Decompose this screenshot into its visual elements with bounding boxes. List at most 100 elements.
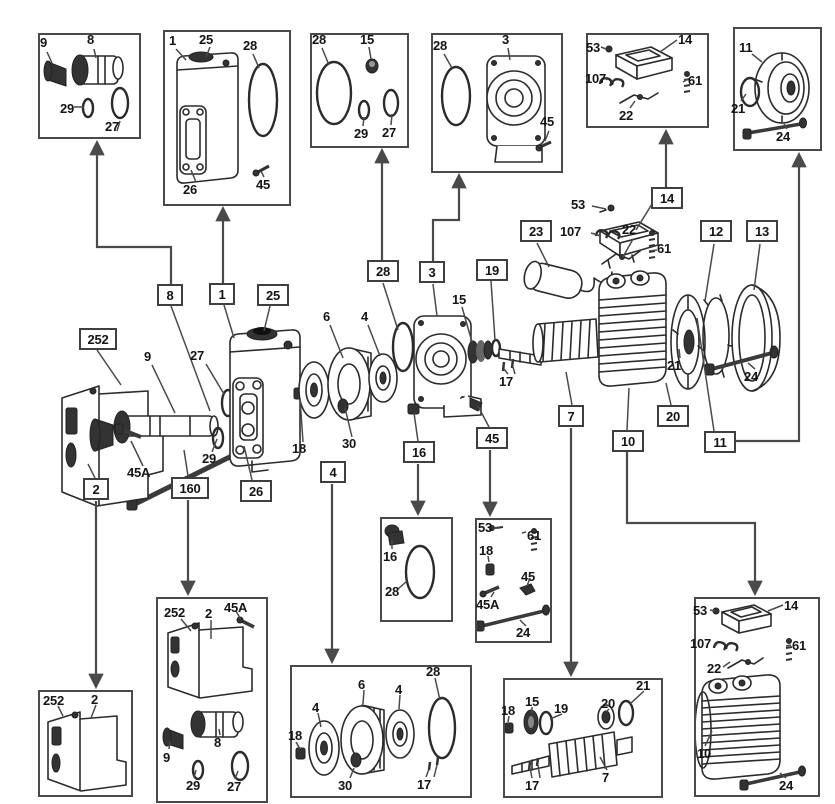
part-ref-21: 21	[667, 358, 682, 373]
leader-line	[512, 366, 516, 375]
end-bell-detail-box	[733, 27, 822, 151]
part-ref-45: 45	[256, 177, 271, 192]
leader-line	[116, 120, 121, 132]
part-ref-4: 4	[395, 682, 403, 697]
part-ref-22: 22	[619, 108, 634, 123]
part-ref-45A: 45A	[476, 597, 500, 612]
detail-seal-kit-drawing	[43, 54, 130, 120]
leader-line	[549, 713, 563, 720]
impeller-rear-drawing	[368, 353, 398, 403]
part-label-1: 1	[209, 283, 235, 305]
part-ref-22: 22	[622, 222, 637, 237]
detail-motor-drawing	[694, 604, 806, 791]
leader-line	[211, 438, 218, 453]
part-label-25: 25	[257, 284, 289, 306]
leader-line	[260, 170, 265, 178]
leader-line	[682, 78, 689, 83]
part-ref-9: 9	[144, 349, 152, 364]
part-ref-18: 18	[479, 543, 494, 558]
part-ref-28: 28	[433, 38, 448, 53]
leader-line	[599, 756, 608, 771]
part-ref-28: 28	[312, 32, 327, 47]
leader-line	[317, 712, 322, 728]
part-ref-4: 4	[361, 309, 369, 324]
part-ref-45: 45	[521, 569, 536, 584]
leader-line	[659, 39, 678, 53]
part-ref-3: 3	[502, 32, 510, 47]
part-ref-27: 27	[382, 125, 397, 140]
pump-body-small-detail-box	[38, 690, 133, 797]
part-ref-61: 61	[688, 73, 703, 88]
leader-line	[635, 203, 653, 231]
leader-line	[600, 46, 607, 50]
leader-line	[603, 76, 608, 81]
leader-line	[490, 591, 495, 598]
leader-line	[180, 618, 192, 632]
leader-line	[477, 405, 490, 428]
leader-line	[767, 604, 784, 612]
leader-line	[519, 619, 527, 627]
part-ref-53: 53	[693, 603, 708, 618]
part-label-20: 20	[657, 405, 689, 427]
part-ref-18: 18	[292, 441, 307, 456]
leader-line	[183, 449, 189, 477]
leader-line	[648, 249, 658, 252]
part-label-11: 11	[704, 431, 736, 453]
detail-seal-plate-drawing	[440, 55, 552, 163]
leader-line	[665, 382, 672, 406]
leader-line	[785, 644, 792, 647]
leader-line	[299, 397, 304, 443]
leader-line	[151, 364, 176, 414]
leader-line	[605, 708, 610, 713]
part-ref-45: 45	[540, 114, 555, 129]
part-ref-61: 61	[792, 638, 807, 653]
leader-line	[329, 324, 344, 359]
impeller-front-drawing	[298, 361, 330, 419]
part-ref-10: 10	[697, 746, 712, 761]
leader-line	[263, 305, 271, 332]
leader-line	[714, 643, 718, 647]
part-label-45: 45	[476, 427, 508, 449]
part-label-26: 26	[240, 480, 272, 502]
connector-label3-to-seal-plate-box	[431, 172, 467, 261]
detail-orings-drawing	[315, 58, 400, 126]
leader-line	[193, 769, 197, 779]
leader-line	[537, 764, 541, 779]
part-ref-14: 14	[678, 32, 693, 47]
leader-line	[362, 689, 365, 705]
pump-body-kit-detail-box	[156, 597, 268, 803]
part-ref-6: 6	[358, 677, 366, 692]
part-ref-21: 21	[731, 101, 746, 116]
part-ref-9: 9	[163, 750, 171, 765]
part-ref-27: 27	[105, 119, 120, 134]
leader-line	[223, 304, 235, 339]
leader-line	[218, 728, 221, 736]
clip-107-drawing	[594, 228, 621, 240]
leader-line	[629, 690, 645, 705]
tank-housing-drawing	[229, 327, 301, 473]
seal-plate-detail-box	[431, 33, 563, 173]
part-ref-53: 53	[478, 520, 493, 535]
part-ref-29: 29	[202, 451, 217, 466]
part-ref-29: 29	[60, 101, 75, 116]
part-ref-17: 17	[499, 374, 514, 389]
leader-line	[704, 730, 713, 747]
part-ref-252: 252	[43, 693, 65, 708]
detail-plug-drawing	[384, 524, 436, 600]
leader-line	[321, 47, 330, 66]
leader-line	[751, 53, 763, 63]
leader-line	[490, 280, 496, 341]
part-label-3: 3	[419, 261, 445, 283]
part-ref-18: 18	[288, 728, 303, 743]
part-label-160: 160	[171, 477, 209, 499]
part-ref-7: 7	[602, 770, 610, 785]
part-ref-19: 19	[554, 701, 569, 716]
part-ref-28: 28	[426, 664, 441, 679]
connector-layer	[46, 39, 807, 780]
leader-line	[722, 661, 731, 668]
leader-line	[622, 238, 634, 258]
leader-line	[626, 387, 630, 431]
capacitor-drawing	[523, 260, 613, 299]
detail-capacitor-cover-drawing	[598, 45, 691, 104]
